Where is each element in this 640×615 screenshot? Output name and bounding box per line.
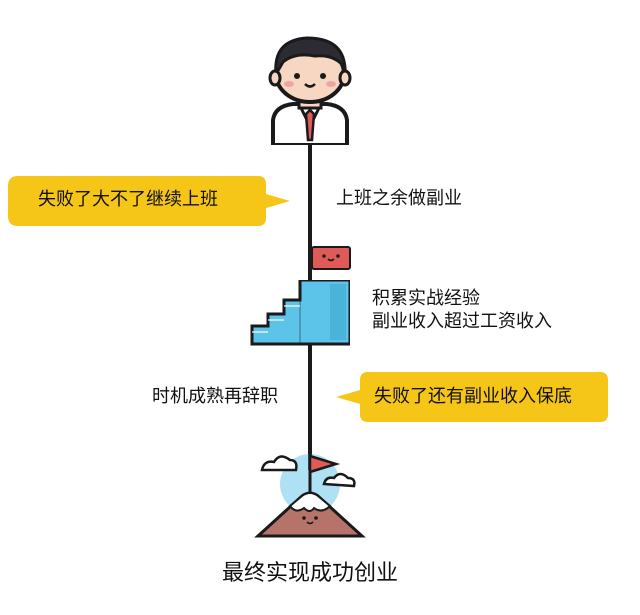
step-side-job-label: 上班之余做副业 [336, 188, 462, 210]
final-goal-title: 最终实现成功创业 [0, 560, 620, 588]
step-experience-line1: 积累实战经验 [372, 288, 480, 310]
left-callout-text: 失败了大不了继续上班 [38, 189, 218, 211]
right-callout-text: 失败了还有副业收入保底 [374, 386, 572, 408]
businessman-icon [255, 30, 365, 145]
mountain-flag-icon [252, 444, 368, 540]
step-resign-label: 时机成熟再辞职 [152, 386, 278, 408]
stairs-icon [250, 280, 350, 346]
step-experience-line2: 副业收入超过工资收入 [372, 311, 552, 333]
small-flag-icon [306, 245, 352, 271]
